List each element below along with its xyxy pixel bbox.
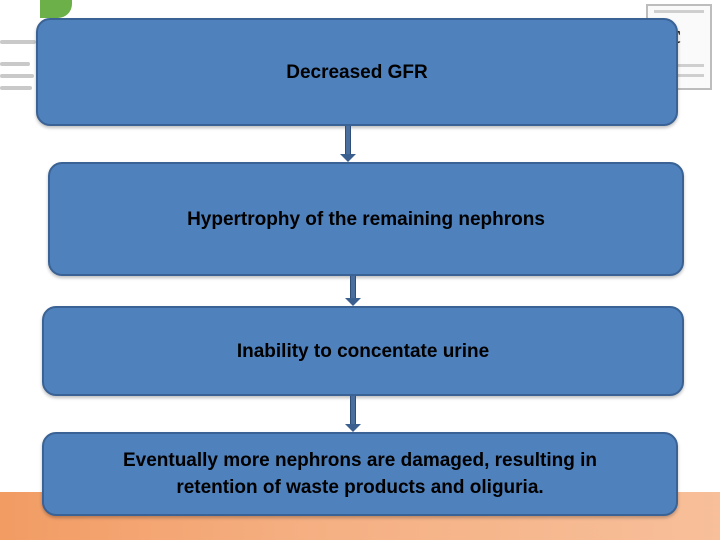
logo-text-line — [0, 74, 34, 78]
flow-step-2: Hypertrophy of the remaining nephrons — [48, 162, 684, 276]
logo-text-line — [654, 10, 704, 13]
down-arrow-icon — [345, 276, 361, 306]
logo-text-line — [654, 64, 704, 67]
down-arrow-icon — [340, 126, 356, 162]
flow-step-1-label: Decreased GFR — [286, 61, 428, 83]
leaf-icon — [40, 0, 72, 18]
flow-step-4-label: Eventually more nephrons are damaged, re… — [122, 450, 598, 498]
flow-step-3: Inability to concentate urine — [42, 306, 684, 396]
flow-step-4: Eventually more nephrons are damaged, re… — [42, 432, 678, 516]
down-arrow-icon — [345, 396, 361, 432]
logo-text-line — [0, 40, 36, 44]
logo-text-line — [0, 62, 30, 66]
flow-step-2-label: Hypertrophy of the remaining nephrons — [187, 208, 545, 230]
logo-text-line — [0, 86, 32, 90]
flow-step-3-label: Inability to concentate urine — [236, 340, 490, 362]
flow-step-1: Decreased GFR — [36, 18, 678, 126]
logo-text-line — [654, 74, 704, 77]
left-institution-logo — [0, 0, 80, 100]
